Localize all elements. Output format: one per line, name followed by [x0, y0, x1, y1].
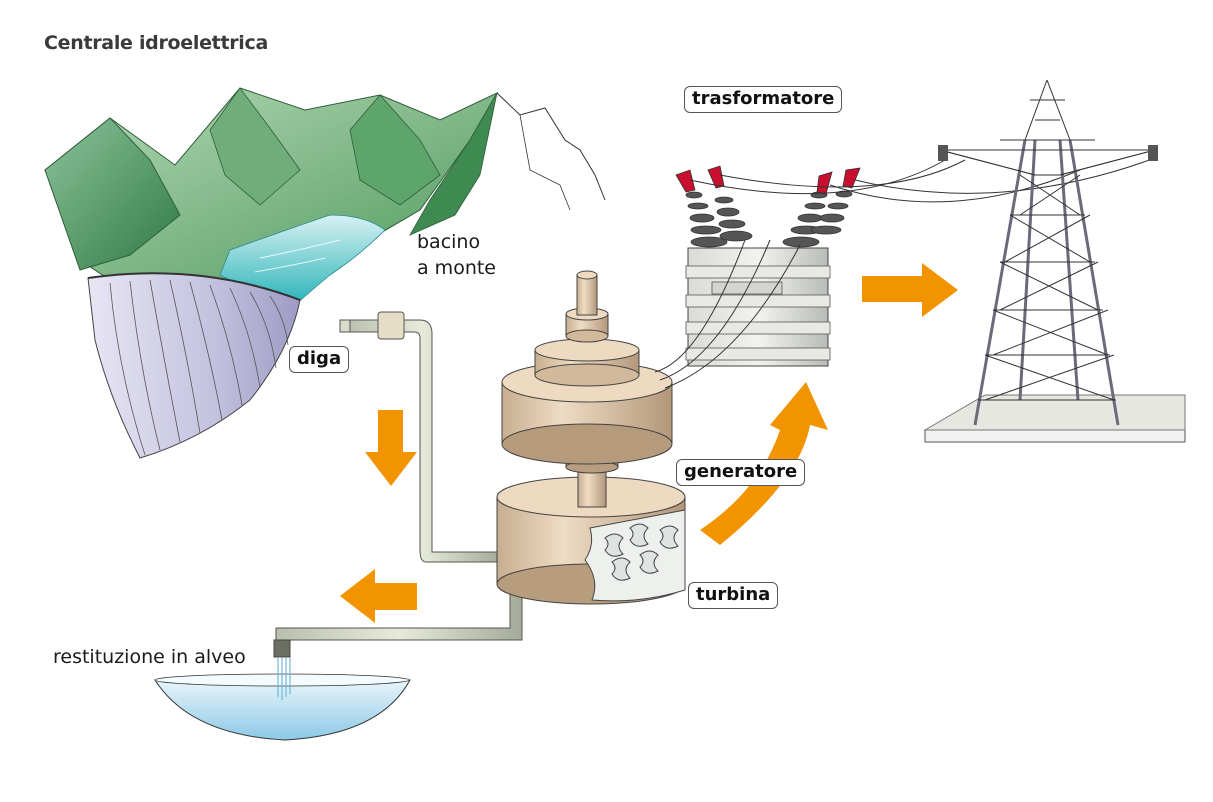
generator-icon	[501, 270, 673, 508]
label-bacino-line2: a monte	[417, 257, 496, 279]
label-generatore: generatore	[676, 459, 806, 486]
label-turbina: turbina	[688, 582, 779, 609]
label-restituzione: restituzione in alveo	[53, 646, 246, 668]
page-title: Centrale idroelettrica	[44, 32, 268, 54]
arrow-icon	[340, 263, 958, 623]
pylon-icon	[923, 79, 1186, 443]
label-diga: diga	[289, 346, 350, 373]
mountain-icon	[44, 87, 606, 286]
dam-icon	[87, 272, 301, 459]
label-trasformatore: trasformatore	[684, 86, 843, 113]
pipe-icon	[273, 311, 523, 658]
power-lines	[689, 157, 1156, 203]
transformer-icon	[654, 165, 861, 389]
label-bacino-line1: bacino	[417, 231, 481, 253]
river-basin-icon	[154, 658, 411, 741]
